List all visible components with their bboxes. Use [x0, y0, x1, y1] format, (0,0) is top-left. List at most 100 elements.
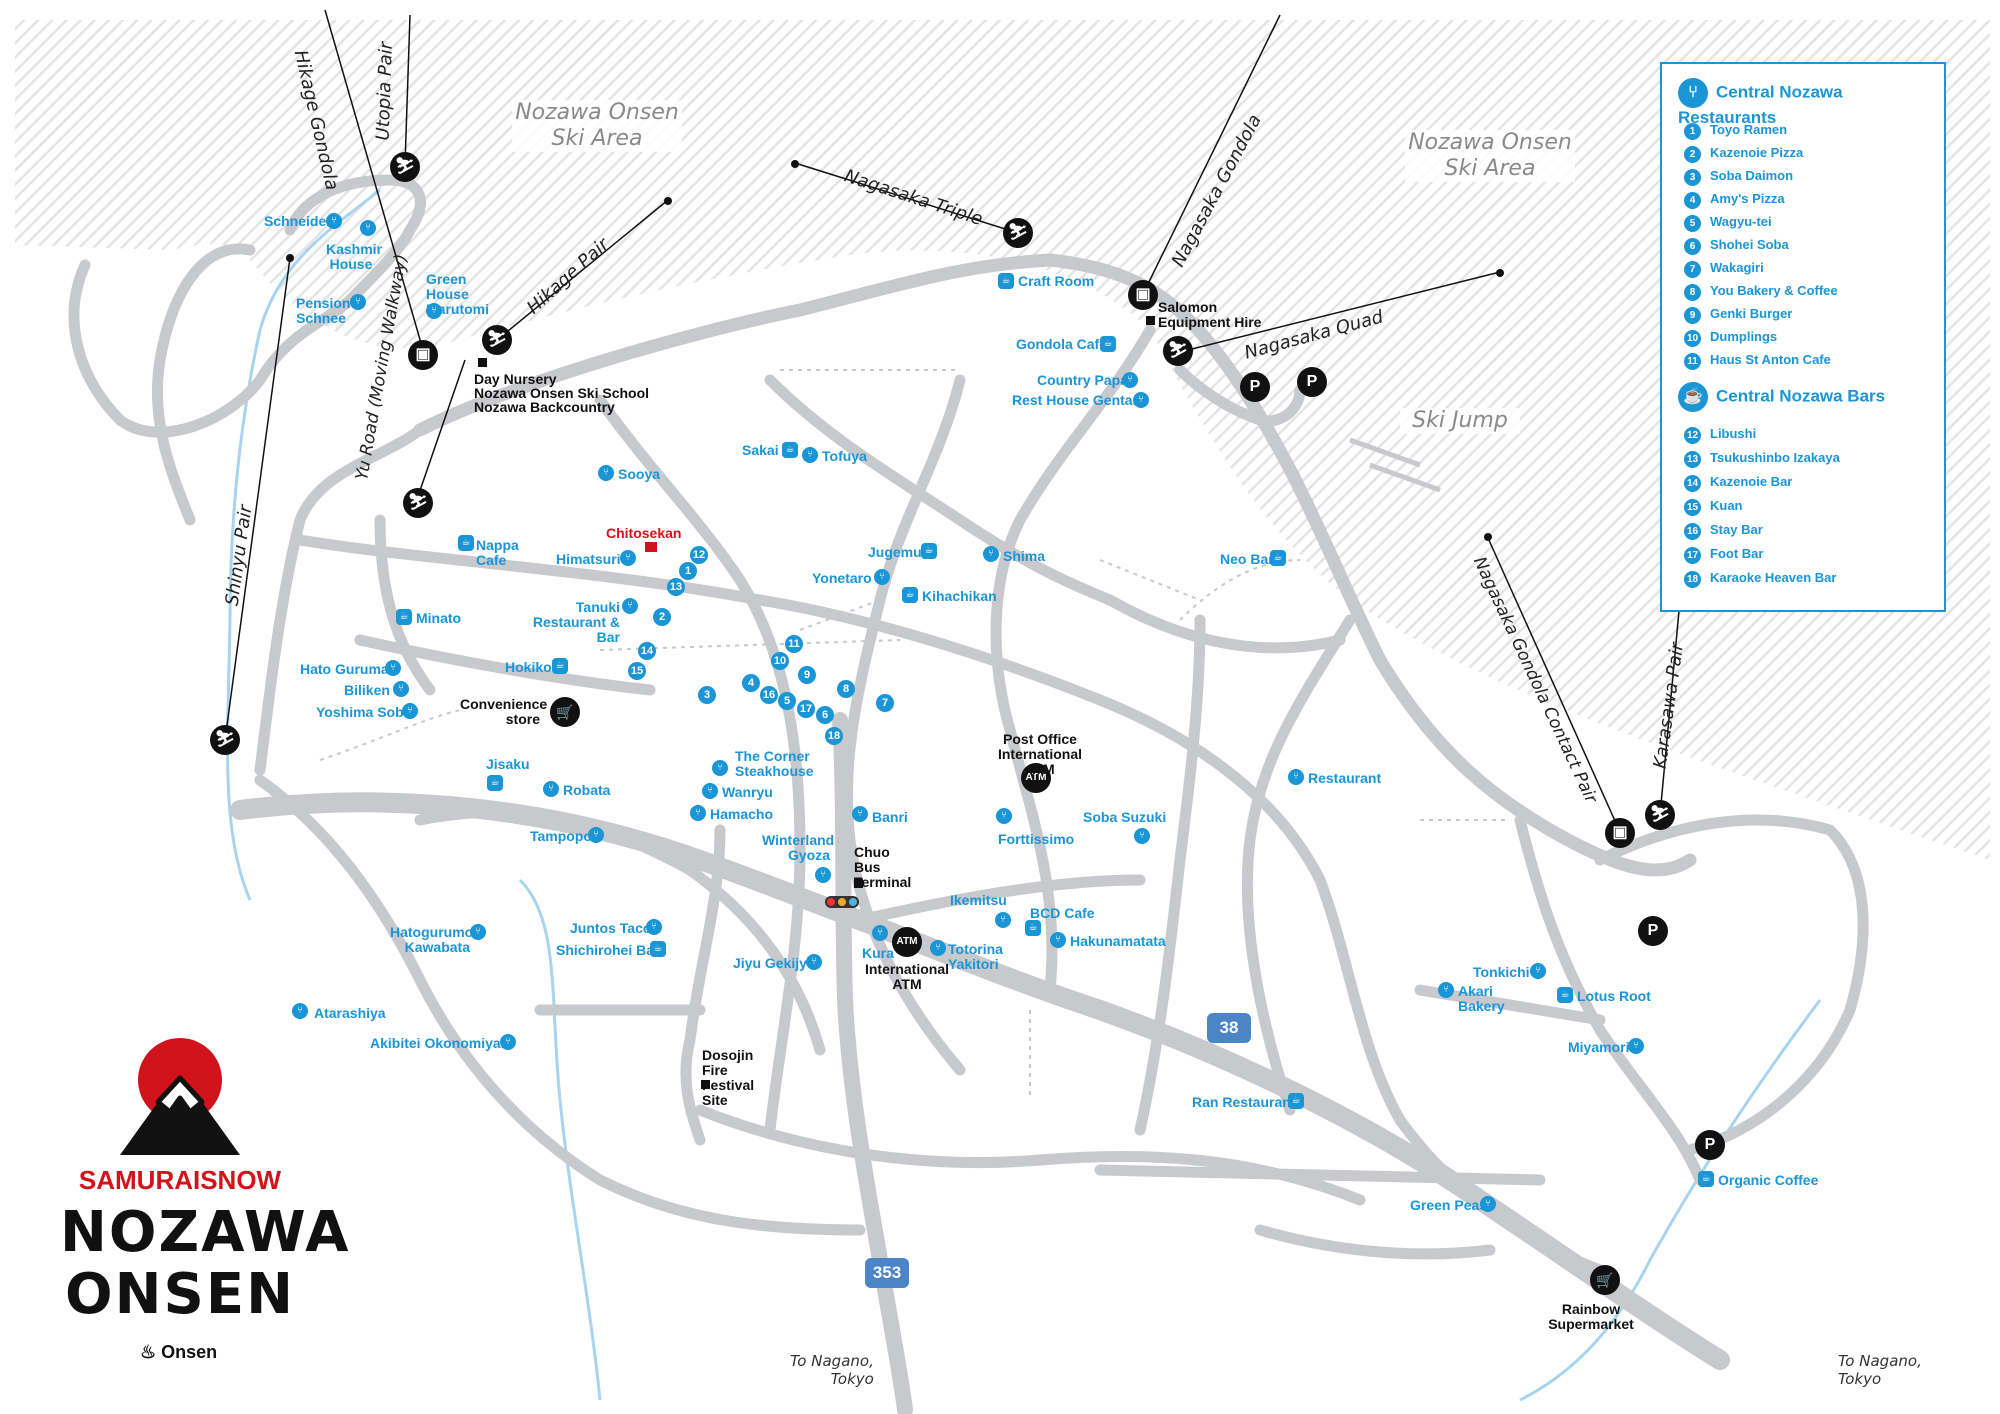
cafe-icon[interactable]: ☕	[1557, 987, 1573, 1003]
restaurant-icon[interactable]: ⑂	[1480, 1196, 1496, 1212]
place-rest-house[interactable]: Rest House Gentaro	[1012, 392, 1147, 408]
cafe-icon[interactable]: ☕	[1288, 1093, 1304, 1109]
place-yoshima[interactable]: Yoshima Soba	[316, 704, 412, 720]
place-green-peas[interactable]: Green Peas	[1410, 1197, 1488, 1213]
map-pin-5[interactable]: 5	[778, 692, 796, 710]
restaurant-icon[interactable]: ⑂	[326, 213, 342, 229]
restaurant-icon[interactable]: ⑂	[690, 805, 706, 821]
restaurant-icon[interactable]: ⑂	[402, 703, 418, 719]
place-chitosekan[interactable]: Chitosekan	[606, 525, 682, 541]
restaurant-icon[interactable]: ⑂	[588, 827, 604, 843]
place-kashmir[interactable]: Kashmir House	[326, 241, 383, 272]
place-schneider[interactable]: Schneider	[264, 213, 332, 229]
restaurant-icon[interactable]: ⑂	[360, 220, 376, 236]
restaurant-icon[interactable]: ⑂	[815, 867, 831, 883]
restaurant-icon[interactable]: ⑂	[393, 681, 409, 697]
map-pin-8[interactable]: 8	[837, 680, 855, 698]
restaurant-icon[interactable]: ⑂	[1628, 1038, 1644, 1054]
cafe-icon[interactable]: ☕	[998, 273, 1014, 289]
restaurant-icon[interactable]: ⑂	[872, 925, 888, 941]
place-tanuki[interactable]: Tanuki Restaurant & Bar	[532, 599, 620, 645]
restaurant-icon[interactable]: ⑂	[1050, 932, 1066, 948]
restaurant-icon[interactable]: ⑂	[646, 919, 662, 935]
restaurant-icon[interactable]: ⑂	[1530, 963, 1546, 979]
place-organic[interactable]: Organic Coffee	[1718, 1172, 1819, 1188]
restaurant-icon[interactable]: ⑂	[930, 940, 946, 956]
cafe-icon[interactable]: ☕	[650, 941, 666, 957]
map-pin-3[interactable]: 3	[698, 686, 716, 704]
cafe-icon[interactable]: ☕	[782, 442, 798, 458]
cafe-icon[interactable]: ☕	[1698, 1171, 1714, 1187]
place-ikemitsu[interactable]: Ikemitsu	[950, 892, 1007, 908]
map-pin-14[interactable]: 14	[638, 642, 656, 660]
place-lotus[interactable]: Lotus Root	[1577, 988, 1651, 1004]
place-yonetaro[interactable]: Yonetaro	[812, 570, 872, 586]
cafe-icon[interactable]: ☕	[487, 775, 503, 791]
place-ran-restaurant[interactable]: Ran Restaurant	[1192, 1094, 1296, 1110]
place-minato[interactable]: Minato	[416, 610, 462, 626]
lift-icon[interactable]: ⛷	[403, 488, 433, 518]
place-neo-bar[interactable]: Neo Bar	[1220, 551, 1274, 567]
place-robata[interactable]: Robata	[563, 782, 611, 798]
restaurant-icon[interactable]: ⑂	[620, 550, 636, 566]
place-atarashiya[interactable]: Atarashiya	[314, 1005, 386, 1021]
place-shichirohei[interactable]: Shichirohei Bar	[556, 942, 660, 958]
parking-icon[interactable]: P	[1638, 916, 1668, 946]
map-pin-10[interactable]: 10	[771, 652, 789, 670]
place-jugemu[interactable]: Jugemu	[868, 544, 922, 560]
place-corner[interactable]: The Corner Steakhouse	[735, 748, 814, 779]
map-pin-4[interactable]: 4	[742, 674, 760, 692]
place-himatsuri[interactable]: Himatsuri	[556, 551, 621, 567]
lift-icon[interactable]: ⛷	[1003, 218, 1033, 248]
place-sakai[interactable]: Sakai	[742, 442, 779, 458]
restaurant-icon[interactable]: ⑂	[1133, 392, 1149, 408]
place-hato-guruma[interactable]: Hato Guruma	[300, 661, 389, 677]
place-gondola-cafe[interactable]: Gondola Cafe	[1016, 336, 1108, 352]
place-hakunamatata[interactable]: Hakunamatata	[1070, 933, 1166, 949]
place-akibitei[interactable]: Akibitei Okonomiyaki	[370, 1035, 513, 1051]
place-jiyu[interactable]: Jiyu Gekijyo	[733, 955, 816, 971]
place-juntos[interactable]: Juntos Tacos	[570, 920, 660, 936]
restaurant-icon[interactable]: ⑂	[292, 1003, 308, 1019]
place-nappa[interactable]: Nappa Cafe	[476, 537, 519, 568]
place-convenience[interactable]: Convenience store	[460, 696, 548, 727]
restaurant-icon[interactable]: ⑂	[996, 808, 1012, 824]
place-restaurant[interactable]: Restaurant	[1308, 770, 1382, 786]
place-soba-suzuki[interactable]: Soba Suzuki	[1083, 809, 1167, 825]
cafe-icon[interactable]: ☕	[458, 535, 474, 551]
place-country-papa[interactable]: Country Papa	[1037, 372, 1129, 388]
map-pin-1[interactable]: 1	[679, 562, 697, 580]
atm-icon[interactable]: ATM	[1021, 763, 1051, 793]
restaurant-icon[interactable]: ⑂	[470, 924, 486, 940]
restaurant-icon[interactable]: ⑂	[543, 781, 559, 797]
restaurant-icon[interactable]: ⑂	[1122, 372, 1138, 388]
restaurant-icon[interactable]: ⑂	[995, 912, 1011, 928]
restaurant-icon[interactable]: ⑂	[385, 660, 401, 676]
place-backcountry[interactable]: Nozawa Backcountry	[474, 399, 615, 415]
cafe-icon[interactable]: ☕	[902, 587, 918, 603]
place-jisaku[interactable]: Jisaku	[486, 756, 530, 772]
place-winterland[interactable]: Winterland Gyoza	[762, 832, 835, 863]
place-wanryu[interactable]: Wanryu	[722, 784, 773, 800]
place-hamacho[interactable]: Hamacho	[710, 806, 774, 822]
restaurant-icon[interactable]: ⑂	[598, 465, 614, 481]
restaurant-icon[interactable]: ⑂	[802, 447, 818, 463]
gondola-icon[interactable]: ▣	[408, 340, 438, 370]
restaurant-icon[interactable]: ⑂	[712, 760, 728, 776]
cafe-icon[interactable]: ☕	[1100, 336, 1116, 352]
place-totorina[interactable]: Totorina Yakitori	[948, 941, 1003, 972]
restaurant-icon[interactable]: ⑂	[702, 783, 718, 799]
parking-icon[interactable]: P	[1297, 367, 1327, 397]
